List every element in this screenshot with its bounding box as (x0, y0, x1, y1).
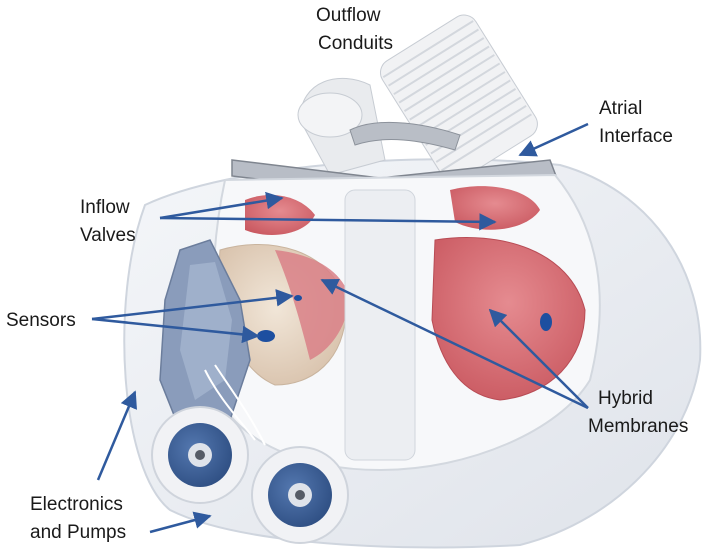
outflow-conduits-illustration (297, 14, 538, 183)
label-atrial-line2: Interface (599, 126, 673, 147)
label-outflow-line1: Outflow (316, 5, 381, 26)
sensor-dot-right (540, 313, 552, 331)
central-divider (344, 189, 416, 461)
arrow-inflow-right (159, 213, 497, 231)
sensor-dot-lower (257, 330, 275, 342)
label-hybrid-line1: Hybrid (598, 388, 653, 409)
label-atrial-line1: Atrial (599, 98, 642, 119)
label-inflow-line2: Valves (80, 225, 136, 246)
label-hybrid-line2: Membranes (588, 416, 688, 437)
label-outflow-line2: Conduits (318, 33, 393, 54)
label-electronics-line1: Electronics (30, 494, 123, 515)
arrow-membrane-left (320, 278, 589, 410)
arrow-inflow-left (159, 191, 284, 220)
sensor-dot-left (294, 295, 302, 301)
pump-left (151, 406, 249, 504)
arrow-pumps (149, 511, 212, 534)
inflow-valve-right (450, 186, 540, 230)
device-illustration (123, 14, 702, 549)
label-atrial-interface: Atrial Interface (599, 98, 673, 147)
label-outflow-conduits: Outflow Conduits (316, 5, 393, 54)
pump-right (251, 446, 349, 544)
label-sensors: Sensors (6, 310, 76, 331)
inflow-valve-left (245, 195, 315, 235)
arrow-membrane-right (488, 308, 589, 409)
label-inflow-line1: Inflow (80, 197, 130, 218)
callout-arrows (91, 122, 589, 534)
label-hybrid-membranes: Hybrid Membranes (588, 388, 688, 437)
arrow-sensor-upper (91, 289, 294, 321)
label-inflow-valves: Inflow Valves (80, 197, 136, 246)
arrow-atrial-interface (518, 122, 589, 157)
right-membrane (431, 237, 586, 401)
label-electronics-line2: and Pumps (30, 522, 126, 543)
arrow-sensor-lower (91, 317, 260, 344)
arrow-electronics (96, 390, 137, 481)
label-electronics-pumps: Electronics and Pumps (30, 494, 126, 543)
